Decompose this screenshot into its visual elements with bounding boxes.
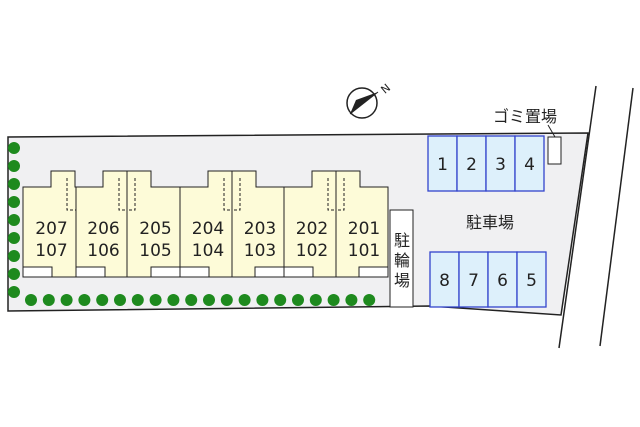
building: 2071072061062051052041042031032021022011… [22, 170, 389, 278]
parking-stall-number: 5 [526, 271, 537, 291]
tree-icon [8, 142, 20, 154]
parking-stall-number: 6 [497, 271, 508, 291]
tree-icon [363, 294, 376, 306]
tree-icon [309, 294, 322, 306]
tree-icon [167, 294, 180, 306]
tree-icon [8, 178, 20, 190]
unit-number-upper: 201 [348, 219, 380, 239]
road-edge-line [558, 85, 597, 349]
parking-stall-number: 8 [439, 271, 450, 291]
unit-number-upper: 206 [87, 219, 119, 239]
parking-stall-number: 3 [495, 155, 506, 175]
tree-icon [185, 294, 198, 306]
tree-icon [60, 294, 73, 306]
tree-icon [149, 294, 162, 306]
unit-number-lower: 105 [139, 241, 171, 261]
parking-stall: 8 [429, 251, 460, 308]
tree-icon [114, 294, 126, 306]
unit-number-upper: 203 [244, 219, 276, 239]
svg-text:N: N [379, 81, 394, 96]
tree-icon [131, 294, 144, 306]
parking-stall-number: 4 [524, 155, 535, 175]
parking-stall: 1 [427, 135, 458, 192]
tree-icon [42, 294, 55, 306]
unit-number-upper: 205 [139, 219, 171, 239]
tree-icon [25, 294, 37, 306]
tree-icon [327, 294, 340, 306]
tree-icon [256, 294, 269, 306]
road-edge-line [599, 87, 634, 347]
garbage-area-label: ゴミ置場 [493, 107, 557, 126]
tree-icon [78, 294, 91, 306]
tree-icon [8, 196, 20, 208]
tree-icon [220, 294, 233, 306]
tree-icon [8, 268, 20, 280]
parking-stall: 5 [516, 251, 547, 308]
tree-icon [345, 294, 358, 306]
tree-icon [203, 294, 215, 306]
unit-number-upper: 204 [192, 219, 224, 239]
parking-stall: 4 [514, 135, 545, 192]
tree-icon [238, 294, 251, 306]
north-arrow-icon: N [346, 81, 394, 119]
unit-number-lower: 106 [87, 241, 119, 261]
parking-stall-number: 2 [466, 155, 477, 175]
tree-icon [8, 286, 20, 298]
tree-icon [8, 160, 20, 172]
parking-label: 駐車場 [466, 213, 514, 232]
tree-row [8, 142, 376, 306]
parking-stall-number: 7 [468, 271, 479, 291]
parking-stall: 2 [456, 135, 487, 192]
unit-number-upper: 202 [296, 219, 328, 239]
tree-icon [292, 294, 304, 306]
parking-stall-number: 1 [437, 155, 448, 175]
unit-number-lower: 107 [35, 241, 67, 261]
unit-number-lower: 104 [192, 241, 224, 261]
bicycle-parking-label: 輪 [394, 251, 410, 270]
tree-icon [8, 232, 20, 244]
parking-stall: 6 [487, 251, 518, 308]
unit-number-lower: 102 [296, 241, 328, 261]
tree-icon [8, 250, 20, 262]
tree-icon [274, 294, 287, 306]
unit-number-lower: 101 [348, 241, 380, 261]
parking-stall: 3 [485, 135, 516, 192]
tree-icon [8, 214, 20, 226]
unit-number-upper: 207 [35, 219, 67, 239]
bicycle-parking [389, 209, 414, 308]
unit-number-lower: 103 [244, 241, 276, 261]
bicycle-parking-label: 場 [394, 271, 410, 290]
bicycle-parking-label: 駐 [394, 231, 410, 250]
garbage-area [547, 136, 562, 165]
tree-icon [96, 294, 109, 306]
garbage-leader-line [547, 124, 556, 138]
parking-stall: 7 [458, 251, 489, 308]
